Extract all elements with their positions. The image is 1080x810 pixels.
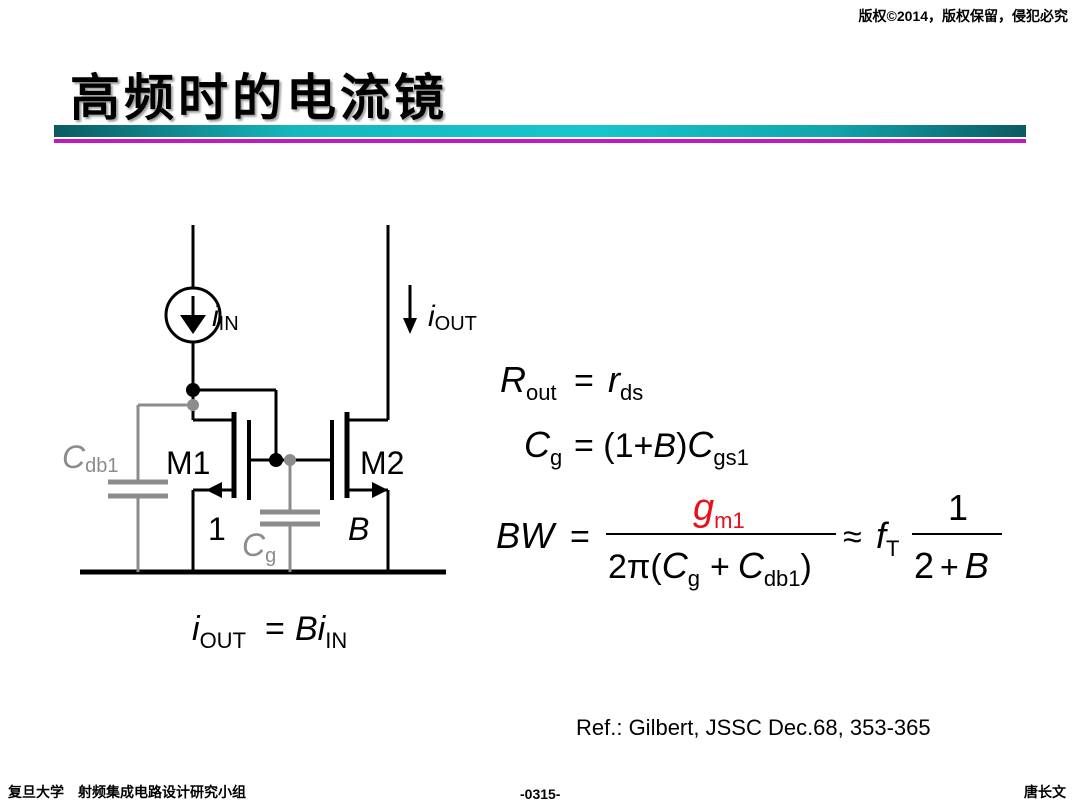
node-gate [269, 453, 283, 467]
svg-text:1: 1 [948, 487, 968, 528]
node-cg [284, 454, 296, 466]
bw-numerator-gm1: gm1 [693, 487, 745, 533]
svg-text:iOUT: iOUT [192, 610, 246, 653]
equation-rout: Rout = rds [500, 359, 643, 405]
transistor-m2 [330, 412, 388, 500]
svg-text:BW: BW [496, 515, 557, 556]
bw-denominator: 2π(Cg+Cdb1) [608, 545, 812, 591]
m1-arrow-icon [206, 482, 222, 498]
title-underline-teal [54, 125, 1026, 137]
svg-text:BiIN: BiIN [295, 610, 347, 653]
parasitic-wires [136, 403, 292, 572]
iout-arrow-icon [403, 285, 417, 334]
cdb1-capacitor-icon [108, 479, 168, 499]
equation-cg: Cg = (1+B)Cgs1 [524, 424, 749, 470]
svg-text:=: = [574, 362, 594, 400]
node-drain-m1 [186, 383, 200, 397]
slide-title: 高频时的电流镜 [70, 68, 448, 127]
svg-text:≈: ≈ [843, 518, 862, 556]
footer-organization: 复旦大学 射频集成电路设计研究小组 [8, 784, 246, 800]
current-source-icon [164, 286, 222, 344]
label-iout: iOUT [428, 300, 477, 335]
footer-page-number: -0315- [520, 786, 561, 802]
svg-text:Cg: Cg [524, 424, 562, 470]
svg-text:fT: fT [876, 515, 899, 561]
svg-text:rds: rds [608, 359, 643, 405]
cg-capacitor-icon [260, 509, 320, 527]
m2-arrow-icon [372, 482, 388, 498]
reference-citation: Ref.: Gilbert, JSSC Dec.68, 353-365 [576, 715, 931, 740]
svg-text:Rout: Rout [500, 359, 557, 405]
label-cg: Cg [242, 527, 276, 567]
title-underline-magenta [54, 139, 1026, 143]
svg-text:=: = [265, 610, 285, 648]
label-ratio-b: B [348, 511, 369, 547]
label-ratio-1: 1 [208, 511, 226, 547]
footer-author: 唐长文 [1024, 784, 1066, 800]
svg-text:= (1+B)Cgs1: = (1+B)Cgs1 [574, 424, 749, 470]
copyright-notice: 版权©2014，版权保留，侵犯必究 [858, 8, 1068, 24]
svg-text:=: = [570, 518, 590, 556]
svg-text:2+B: 2+B [914, 545, 989, 586]
label-m2: M2 [360, 445, 404, 481]
transistor-m1 [206, 412, 251, 500]
label-cdb1: Cdb1 [62, 439, 118, 477]
label-m1: M1 [166, 445, 210, 481]
node-cdb1 [187, 399, 199, 411]
label-iin: iIN [212, 300, 239, 335]
equation-iout: iOUT = BiIN [192, 610, 347, 653]
equation-bw: BW = gm1 2π(Cg+Cdb1) ≈ fT 1 2+B [496, 487, 1002, 591]
